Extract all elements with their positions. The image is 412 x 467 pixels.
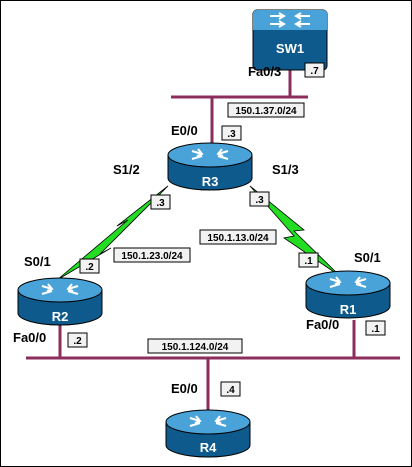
device-name-sw1: SW1 [276, 41, 304, 56]
interface-label-r3-s12: S1/2 [113, 162, 140, 177]
svg-text:150.1.13.0/24: 150.1.13.0/24 [207, 233, 269, 244]
router-r3[interactable]: R3 [167, 142, 253, 191]
host-id-sw1: .7 [304, 62, 325, 78]
subnet-label-150-1-13: 150.1.13.0/24 [199, 229, 277, 245]
segment-150-1-37 [171, 70, 308, 150]
subnet-label-150-1-124: 150.1.124.0/24 [147, 338, 243, 354]
router-icon [191, 148, 229, 160]
interface-label-r1-fa00: Fa0/0 [306, 317, 339, 332]
device-name-r4: R4 [200, 440, 217, 455]
host-id-r1-fa00: .1 [365, 320, 386, 336]
router-r4[interactable]: R4 [165, 409, 251, 458]
host-id-r1-s01: .1 [298, 252, 319, 268]
svg-text:150.1.124.0/24: 150.1.124.0/24 [162, 342, 229, 353]
svg-text:.1: .1 [371, 324, 380, 335]
router-icon [41, 283, 79, 295]
router-r1[interactable]: R1 [305, 270, 391, 319]
svg-text:.7: .7 [310, 66, 319, 77]
svg-text:.1: .1 [304, 256, 313, 267]
segment-150-1-124 [26, 320, 400, 412]
host-id-r2-fa00: .2 [67, 332, 88, 348]
svg-text:.2: .2 [85, 262, 94, 273]
interface-label-r1-s01: S0/1 [354, 250, 381, 265]
router-r2[interactable]: R2 [17, 277, 103, 326]
host-id-r4-e00: .4 [220, 381, 241, 397]
router-icon [189, 415, 227, 427]
switch-icon [270, 12, 310, 28]
subnet-label-150-1-23: 150.1.23.0/24 [113, 247, 191, 263]
svg-text:150.1.37.0/24: 150.1.37.0/24 [235, 106, 297, 117]
host-id-r3-s12: .3 [150, 194, 171, 210]
svg-text:.4: .4 [226, 385, 235, 396]
svg-text:.2: .2 [73, 336, 82, 347]
interface-label-r2-fa00: Fa0/0 [13, 330, 46, 345]
svg-text:.3: .3 [227, 129, 236, 140]
interface-label-sw1-fa03: Fa0/3 [248, 64, 281, 79]
svg-text:.3: .3 [156, 198, 165, 209]
interface-label-r3-s13: S1/3 [272, 162, 299, 177]
switch-sw1[interactable]: SW1 [252, 9, 328, 71]
subnet-label-150-1-37: 150.1.37.0/24 [227, 102, 305, 118]
device-name-r3: R3 [202, 174, 219, 189]
router-icon [329, 276, 367, 288]
host-id-r2-s01: .2 [79, 258, 100, 274]
host-id-r3-s13: .3 [249, 191, 270, 207]
svg-text:150.1.23.0/24: 150.1.23.0/24 [121, 251, 183, 262]
interface-label-r3-e00: E0/0 [171, 123, 198, 138]
interface-label-r4-e00: E0/0 [171, 381, 198, 396]
svg-text:.3: .3 [255, 195, 264, 206]
interface-label-r2-s01: S0/1 [24, 254, 51, 269]
host-id-r3-e00: .3 [221, 125, 242, 141]
device-name-r1: R1 [340, 302, 357, 317]
device-name-r2: R2 [52, 309, 69, 324]
